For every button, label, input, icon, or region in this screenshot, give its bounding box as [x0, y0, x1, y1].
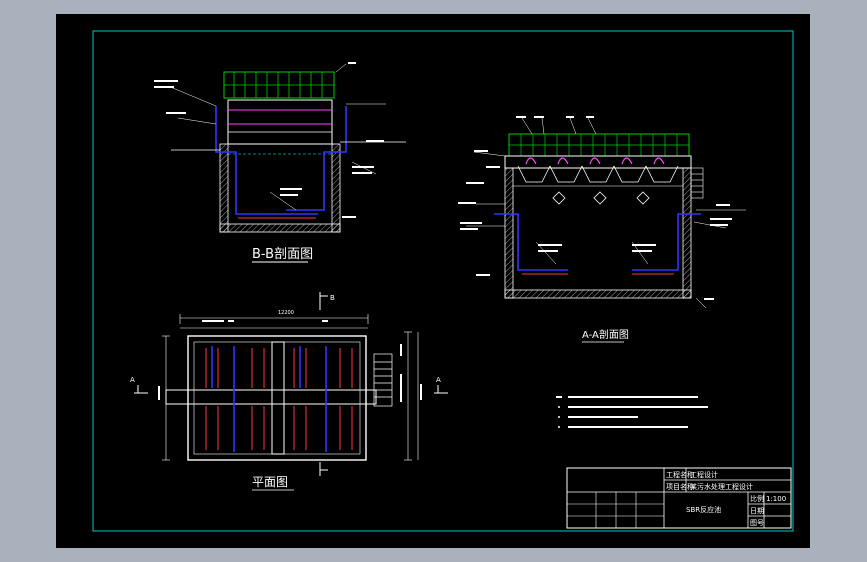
tb-date-label: 日期 [750, 507, 764, 515]
tb-scale-value: 1:100 [766, 495, 786, 503]
tb-number-label: 图号 [750, 519, 764, 527]
plan-total-dim: 12200 [278, 310, 294, 316]
cut-mark-a-left: A [130, 376, 135, 384]
tb-row1-value: 工程设计 [690, 470, 718, 479]
section-bb-title: B-B剖面图 [252, 247, 313, 262]
grating-bb [223, 71, 335, 99]
section-aa-title: A-A剖面图 [582, 328, 629, 341]
grating-aa [508, 133, 690, 157]
cut-mark-a-right: A [436, 376, 441, 384]
plan-title: 平面图 [252, 475, 288, 489]
inner-frame [92, 30, 794, 532]
tb-drawing-name: SBR反应池 [686, 505, 721, 514]
section-bb: B-B剖面图 [154, 62, 406, 263]
drawing-sheet: B-B剖面图 [56, 14, 810, 548]
plan-view: 12200 B A A [130, 292, 448, 491]
cut-mark-b-top: B [330, 294, 335, 302]
drawing-canvas: B-B剖面图 [92, 30, 794, 532]
title-block[interactable]: 工程名称 工程设计 项目名称 某污水处理工程设计 SBR反应池 比例 1:100… [566, 467, 792, 529]
notes [556, 396, 708, 428]
tb-scale-label: 比例 [750, 494, 764, 503]
tb-row2-value: 某污水处理工程设计 [690, 482, 753, 491]
tb-row2-label: 项目名称 [666, 482, 694, 491]
tb-row1-label: 工程名称 [666, 470, 694, 479]
section-aa: A-A剖面图 [458, 116, 746, 343]
